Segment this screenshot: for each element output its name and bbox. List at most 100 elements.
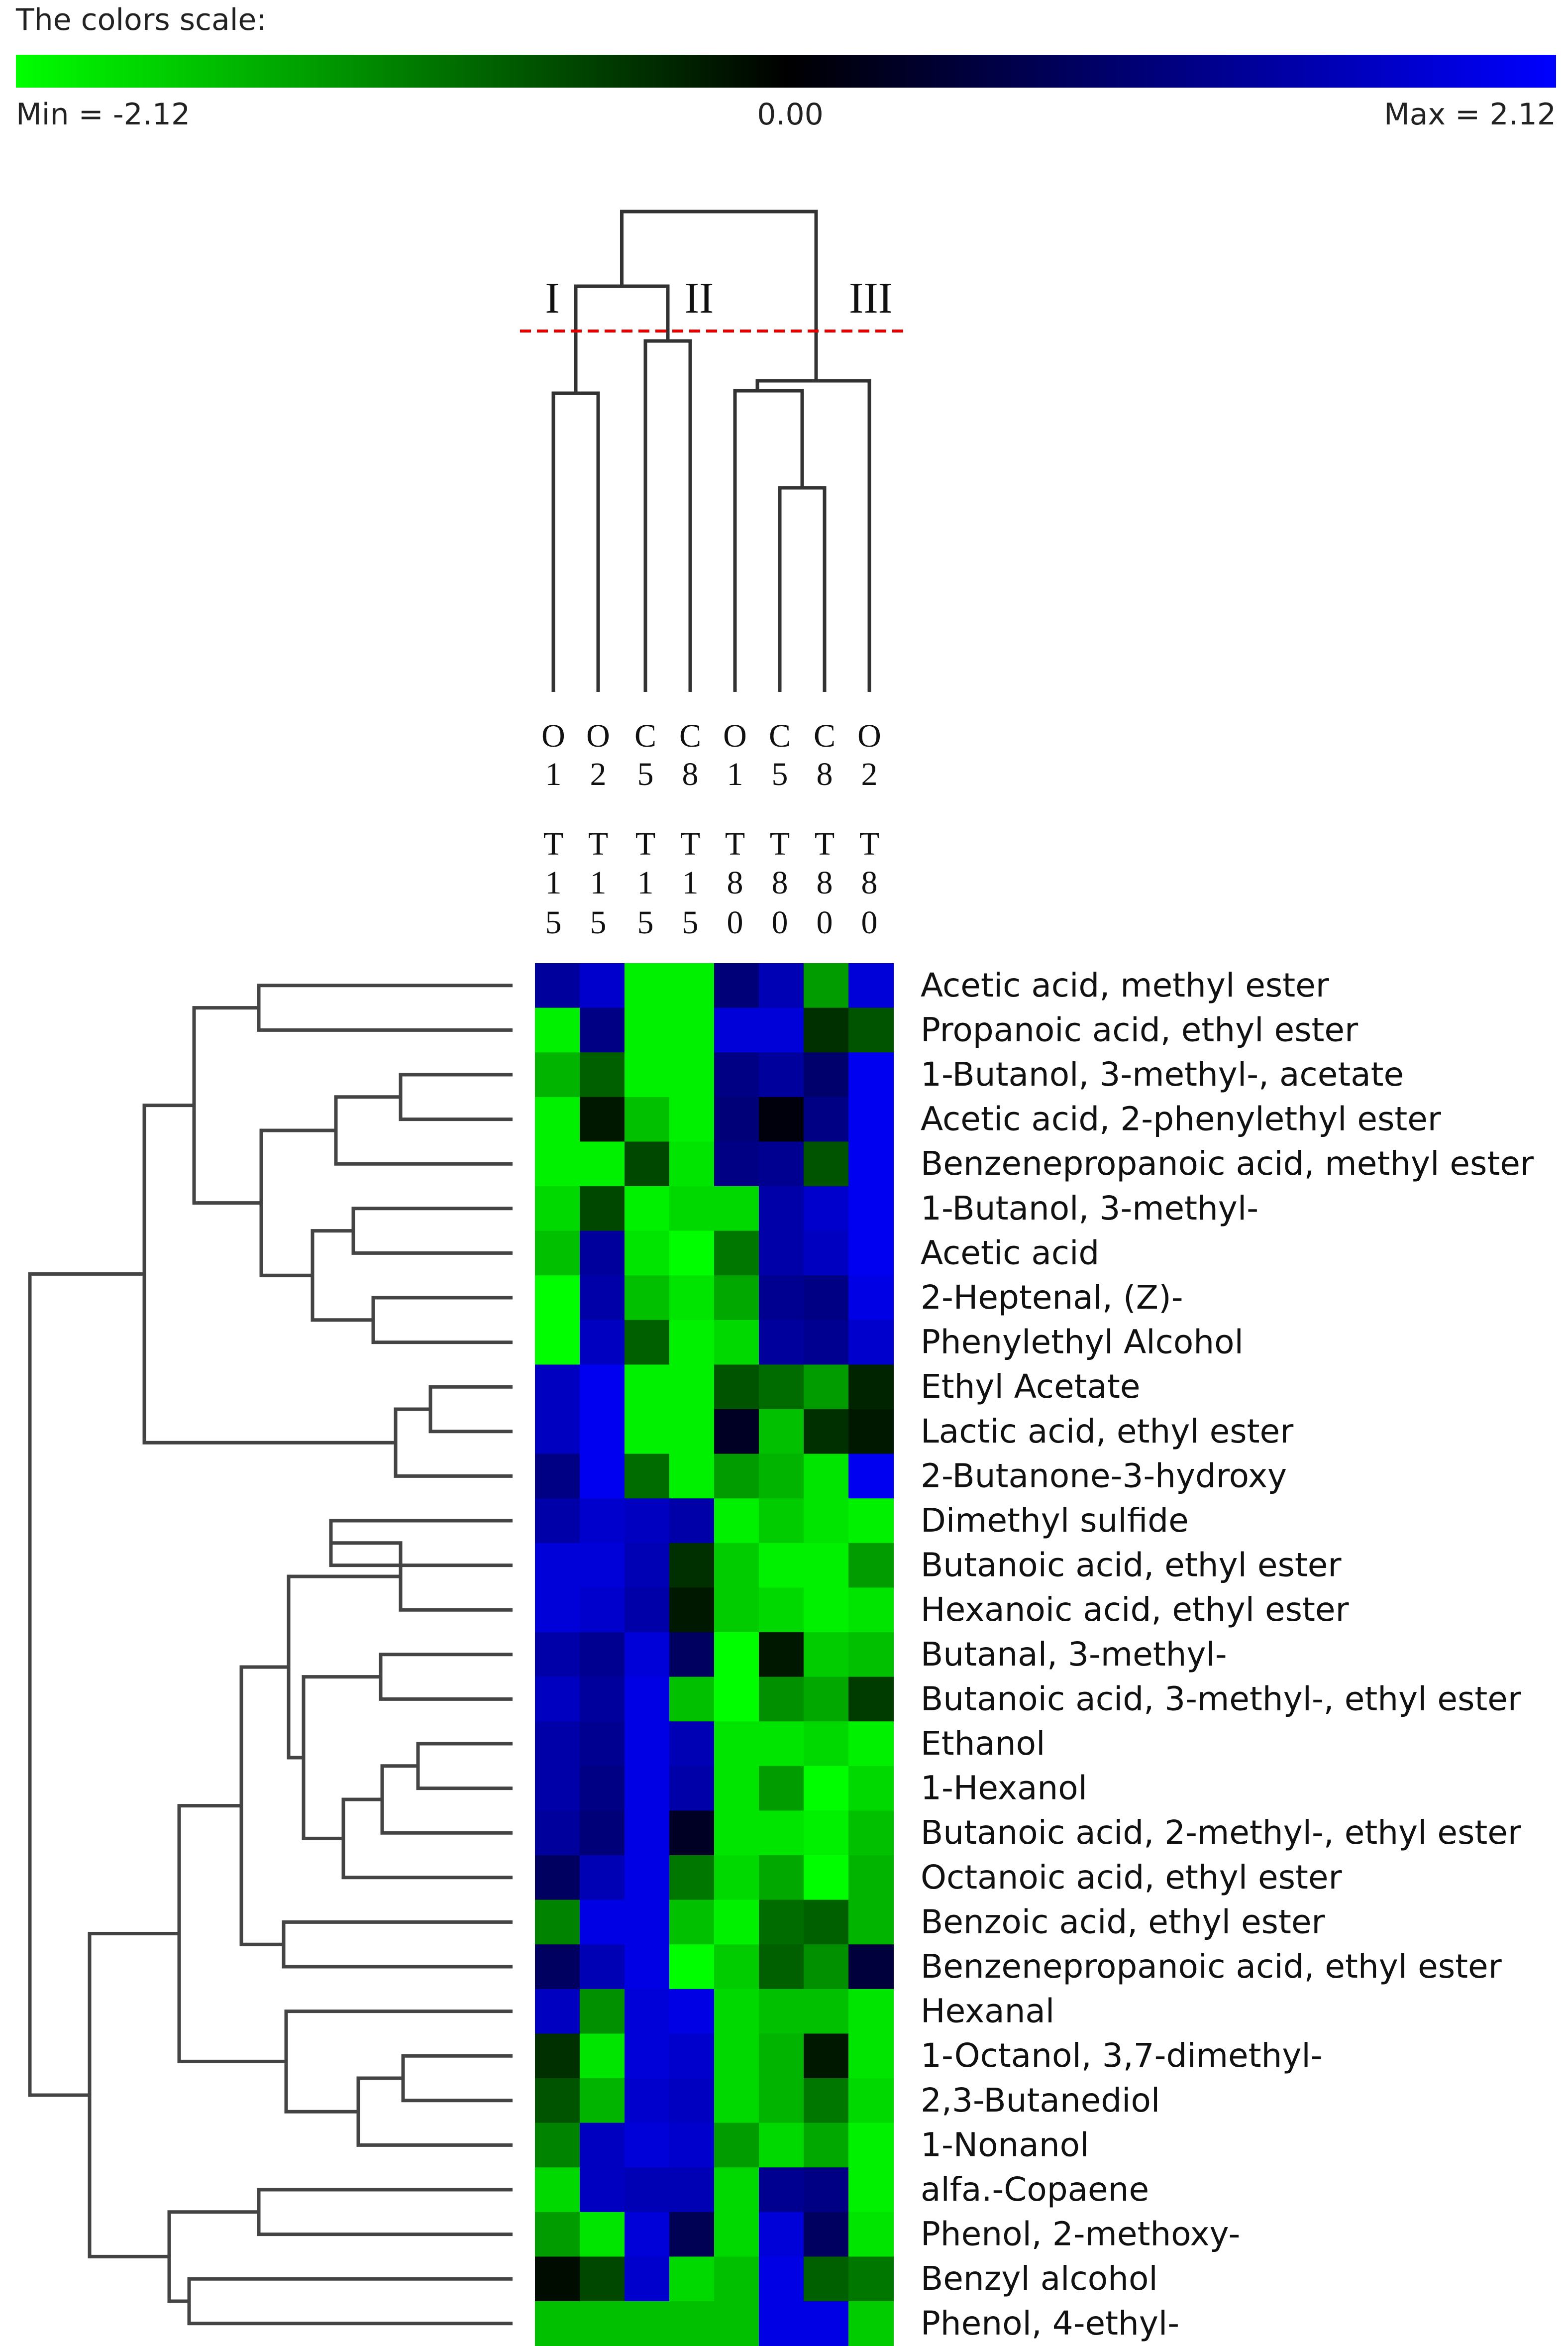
heatmap-cell bbox=[535, 1409, 580, 1454]
heatmap-cell bbox=[669, 963, 715, 1008]
column-label-char: 1 bbox=[682, 865, 699, 901]
row-label: Phenol, 2-methoxy- bbox=[921, 2215, 1240, 2253]
heatmap-cell bbox=[759, 2167, 804, 2213]
heatmap-cell bbox=[848, 1320, 894, 1365]
heatmap-cell bbox=[848, 1097, 894, 1142]
heatmap-cell bbox=[714, 2078, 759, 2123]
heatmap-cell bbox=[625, 1855, 670, 1900]
heatmap-cell bbox=[714, 1007, 759, 1053]
heatmap-cell bbox=[580, 1320, 625, 1365]
heatmap-cell bbox=[804, 1632, 849, 1677]
heatmap-cell bbox=[714, 1676, 759, 1722]
heatmap-cell bbox=[804, 2123, 849, 2168]
heatmap-cell bbox=[625, 1052, 670, 1098]
heatmap-cell bbox=[625, 1320, 670, 1365]
heatmap-cell bbox=[580, 2033, 625, 2079]
scale-min-label: Min = -2.12 bbox=[16, 97, 190, 132]
heatmap-cell bbox=[535, 1855, 580, 1900]
heatmap-cell bbox=[714, 1275, 759, 1321]
heatmap-cell bbox=[714, 2256, 759, 2302]
heatmap-cell bbox=[759, 1275, 804, 1321]
column-label-char: 1 bbox=[727, 756, 743, 792]
row-dendrogram-branch bbox=[379, 1653, 513, 1701]
heatmap-cells bbox=[535, 963, 894, 2346]
scale-max-label: Max = 2.12 bbox=[1384, 97, 1556, 132]
row-label: Benzoic acid, ethyl ester bbox=[921, 1902, 1325, 1941]
heatmap-cell bbox=[848, 1676, 894, 1722]
heatmap-cell bbox=[669, 1721, 715, 1767]
heatmap-cell bbox=[804, 1275, 849, 1321]
column-label-char: 2 bbox=[861, 756, 878, 792]
row-label: Acetic acid, 2-phenylethyl ester bbox=[921, 1100, 1442, 1138]
heatmap-cell bbox=[804, 1186, 849, 1231]
heatmap-cell bbox=[714, 1632, 759, 1677]
heatmap-cell bbox=[804, 1944, 849, 1990]
column-label-char: 5 bbox=[637, 756, 654, 792]
column-dendrogram-branch bbox=[733, 389, 804, 692]
heatmap-cell bbox=[759, 1186, 804, 1231]
row-label: 1-Nonanol bbox=[921, 2125, 1089, 2164]
row-label: Phenylethyl Alcohol bbox=[921, 1323, 1244, 1361]
heatmap-cell bbox=[759, 2078, 804, 2123]
heatmap-cell bbox=[625, 2123, 670, 2168]
heatmap-cell bbox=[669, 2212, 715, 2257]
heatmap-cell bbox=[535, 1632, 580, 1677]
row-label: 2,3-Butanediol bbox=[921, 2081, 1160, 2120]
heatmap-cell bbox=[669, 1230, 715, 1276]
row-dendrogram-branch bbox=[177, 1804, 286, 2063]
column-label-char: 8 bbox=[682, 756, 699, 792]
heatmap-cell bbox=[714, 1498, 759, 1544]
scale-gradient-bar bbox=[16, 55, 1556, 88]
column-dendrogram-branch bbox=[755, 379, 871, 692]
heatmap-cell bbox=[759, 1141, 804, 1187]
heatmap-cell bbox=[625, 1721, 670, 1767]
heatmap-cell bbox=[848, 1587, 894, 1633]
row-label: Acetic acid, methyl ester bbox=[921, 966, 1330, 1005]
column-label-char: 2 bbox=[590, 756, 607, 792]
heatmap-cell bbox=[714, 1587, 759, 1633]
heatmap-cell bbox=[848, 1275, 894, 1321]
column-label-char: T bbox=[588, 826, 608, 862]
column-label-char: T bbox=[859, 826, 879, 862]
column-label-char: 5 bbox=[590, 904, 607, 941]
column-label-char: T bbox=[815, 826, 835, 862]
row-dendrogram-branch bbox=[356, 2076, 513, 2147]
heatmap-cell bbox=[580, 2256, 625, 2302]
heatmap-cell bbox=[625, 2256, 670, 2302]
row-dendrogram-branch bbox=[239, 1665, 289, 1946]
heatmap-cell bbox=[669, 1944, 715, 1990]
heatmap-cell bbox=[759, 1409, 804, 1454]
cluster-label-i: I bbox=[545, 274, 559, 323]
heatmap-cell bbox=[535, 1721, 580, 1767]
heatmap-cell bbox=[848, 2256, 894, 2302]
row-label: Benzenepropanoic acid, methyl ester bbox=[921, 1144, 1534, 1183]
column-label-char: C bbox=[679, 718, 701, 754]
heatmap-cell bbox=[848, 1989, 894, 2034]
heatmap-cell bbox=[848, 2033, 894, 2079]
row-label: 1-Hexanol bbox=[921, 1769, 1087, 1807]
row-label: Ethyl Acetate bbox=[921, 1367, 1140, 1406]
heatmap-cell bbox=[669, 1498, 715, 1544]
heatmap-cell bbox=[625, 2212, 670, 2257]
heatmap-cell bbox=[804, 1587, 849, 1633]
heatmap-cell bbox=[759, 1899, 804, 1945]
heatmap-cell bbox=[535, 2123, 580, 2168]
column-label-char: T bbox=[725, 826, 745, 862]
heatmap-cell bbox=[669, 2256, 715, 2302]
heatmap-cell bbox=[759, 2212, 804, 2257]
heatmap-cell bbox=[804, 1007, 849, 1053]
column-label-char: 0 bbox=[772, 904, 788, 941]
heatmap-cell bbox=[535, 1141, 580, 1187]
row-label: Butanal, 3-methyl- bbox=[921, 1635, 1227, 1674]
heatmap-cell bbox=[535, 1320, 580, 1365]
heatmap-cell bbox=[669, 1676, 715, 1722]
row-dendrogram-branch bbox=[399, 1073, 513, 1121]
heatmap-cell bbox=[714, 963, 759, 1008]
heatmap-cell bbox=[669, 1097, 715, 1142]
heatmap-cell bbox=[804, 1097, 849, 1142]
column-dendrogram-branch bbox=[551, 391, 600, 692]
column-label-char: 1 bbox=[545, 865, 562, 901]
heatmap-cell bbox=[759, 1632, 804, 1677]
heatmap-cell bbox=[848, 1186, 894, 1231]
column-label-char: O bbox=[723, 718, 747, 754]
